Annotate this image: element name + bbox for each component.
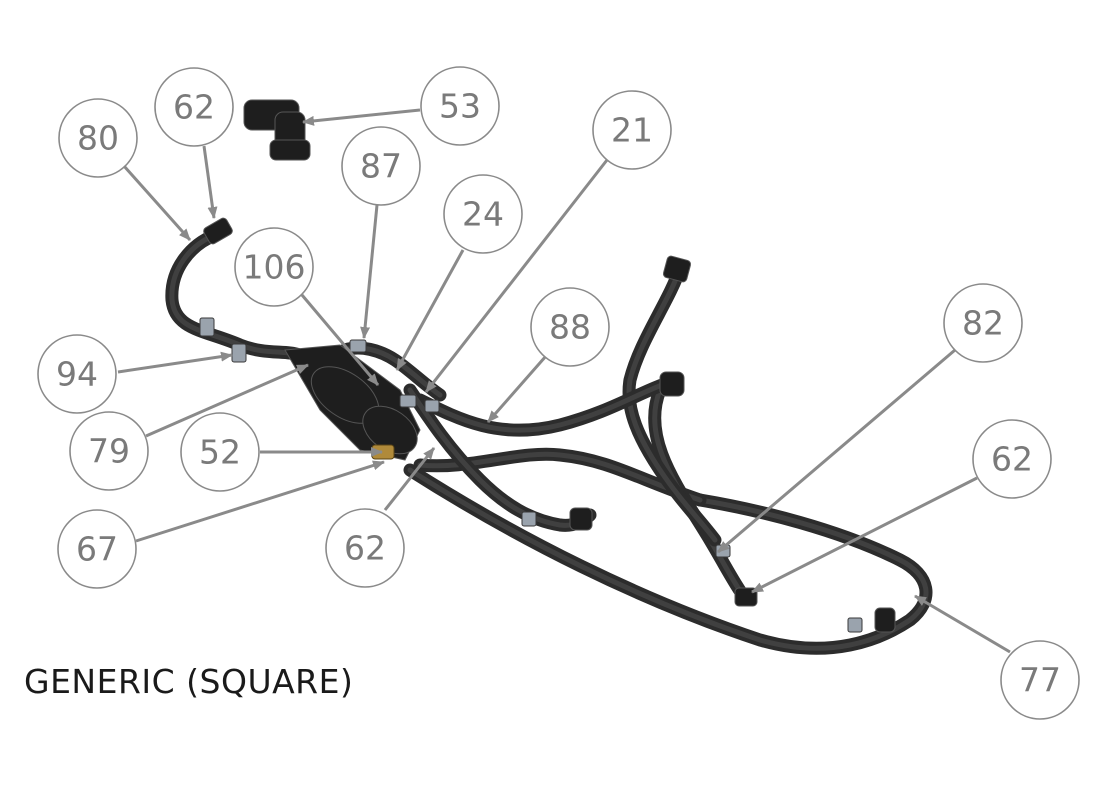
leader-24	[395, 249, 465, 371]
balloon-24: 24	[443, 174, 523, 254]
balloon-106: 106	[234, 227, 314, 307]
balloon-label: 94	[56, 355, 98, 394]
balloon-62: 62	[154, 67, 234, 147]
leader-87	[360, 204, 379, 339]
balloon-label: 53	[439, 87, 481, 126]
balloon-label: 80	[77, 119, 119, 158]
bottom-loop-hose	[403, 463, 933, 655]
balloon-82: 82	[943, 283, 1023, 363]
balloon-label: 106	[243, 248, 306, 287]
balloon-label: 79	[88, 432, 130, 471]
balloon-77: 77	[1000, 640, 1080, 720]
balloon-80: 80	[58, 98, 138, 178]
balloon-21: 21	[592, 90, 672, 170]
leader-94	[117, 351, 233, 374]
balloon-87: 87	[341, 126, 421, 206]
balloon-62: 62	[972, 419, 1052, 499]
balloon-label: 82	[962, 304, 1004, 343]
elbow-fitting-53	[243, 99, 311, 161]
balloon-label: 62	[991, 440, 1033, 479]
balloon-label: 62	[344, 529, 386, 568]
balloon-label: 21	[611, 111, 653, 150]
balloon-label: 67	[76, 530, 118, 569]
balloon-label: 52	[199, 433, 241, 472]
balloon-79: 79	[69, 411, 149, 491]
leader-53	[302, 108, 421, 126]
leader-62c	[383, 447, 436, 511]
leader-62b	[751, 476, 978, 594]
leader-67	[135, 460, 385, 543]
leader-77	[914, 594, 1011, 654]
leader-106	[300, 294, 380, 386]
balloon-52: 52	[180, 412, 260, 492]
balloon-67: 67	[57, 509, 137, 589]
hose-assembly-drawing	[165, 99, 933, 655]
balloon-label: 24	[462, 195, 504, 234]
balloon-53: 53	[420, 66, 500, 146]
leader-21	[424, 159, 609, 393]
leader-lines	[117, 108, 1011, 654]
balloon-label: 87	[360, 147, 402, 186]
hose-80	[165, 228, 307, 362]
balloon-label: 62	[173, 88, 215, 127]
leader-80	[122, 165, 192, 241]
leader-88	[486, 355, 548, 423]
leader-82	[717, 348, 956, 554]
balloons: 80 62 53 87 24 21 106 88	[37, 66, 1080, 720]
leader-79	[145, 363, 309, 438]
balloon-62: 62	[325, 508, 405, 588]
hose-82	[622, 261, 752, 605]
diagram-caption: GENERIC (SQUARE)	[24, 662, 354, 701]
balloon-94: 94	[37, 334, 117, 414]
leader-62a	[202, 145, 218, 219]
balloon-label: 88	[549, 308, 591, 347]
balloon-label: 77	[1019, 661, 1061, 700]
hose-88	[413, 375, 677, 437]
balloon-88: 88	[530, 287, 610, 367]
